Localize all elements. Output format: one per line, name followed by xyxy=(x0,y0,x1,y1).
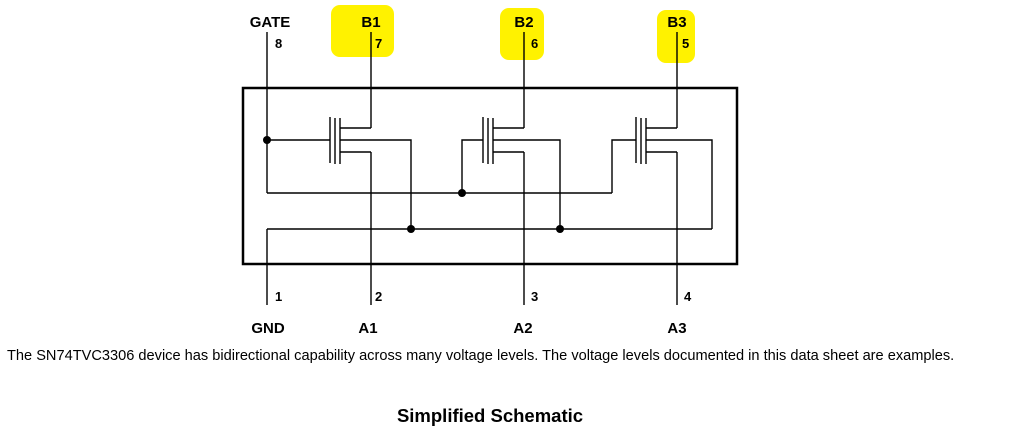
junction-q2-body xyxy=(556,225,564,233)
pin-label-a2: A2 xyxy=(513,320,532,337)
junction-dots xyxy=(263,136,564,233)
highlight-b1 xyxy=(331,5,394,57)
figure-caption: Simplified Schematic xyxy=(396,405,584,426)
pin-label-a1: A1 xyxy=(358,320,377,337)
schematic-diagram: GATE 8 B1 7 B2 6 B3 5 1 GND 2 A1 3 A2 4 … xyxy=(241,5,739,337)
pin-number-a3: 4 xyxy=(684,289,692,304)
pin-label-b3: B3 xyxy=(667,14,686,31)
pin-label-gate: GATE xyxy=(250,14,291,31)
pin-number-gnd: 1 xyxy=(275,289,282,304)
pin-label-b1: B1 xyxy=(361,14,380,31)
pin-number-a2: 3 xyxy=(531,289,538,304)
junction-q1-body xyxy=(407,225,415,233)
pin-number-gate: 8 xyxy=(275,36,282,51)
pin-number-b1: 7 xyxy=(375,36,382,51)
junction-gate xyxy=(263,136,271,144)
description-text: The SN74TVC3306 device has bidirectional… xyxy=(7,348,955,364)
pin-label-b2: B2 xyxy=(514,14,533,31)
pin-label-gnd: GND xyxy=(251,320,285,337)
highlight-b3 xyxy=(657,10,695,63)
package-outline xyxy=(241,86,739,266)
pin-number-b2: 6 xyxy=(531,36,538,51)
pin-number-a1: 2 xyxy=(375,289,382,304)
highlight-marks xyxy=(331,5,695,63)
wiring xyxy=(266,32,713,305)
highlight-b2 xyxy=(500,8,544,60)
pin-number-b3: 5 xyxy=(682,36,689,51)
pin-label-a3: A3 xyxy=(667,320,686,337)
junction-q2-gate xyxy=(458,189,466,197)
